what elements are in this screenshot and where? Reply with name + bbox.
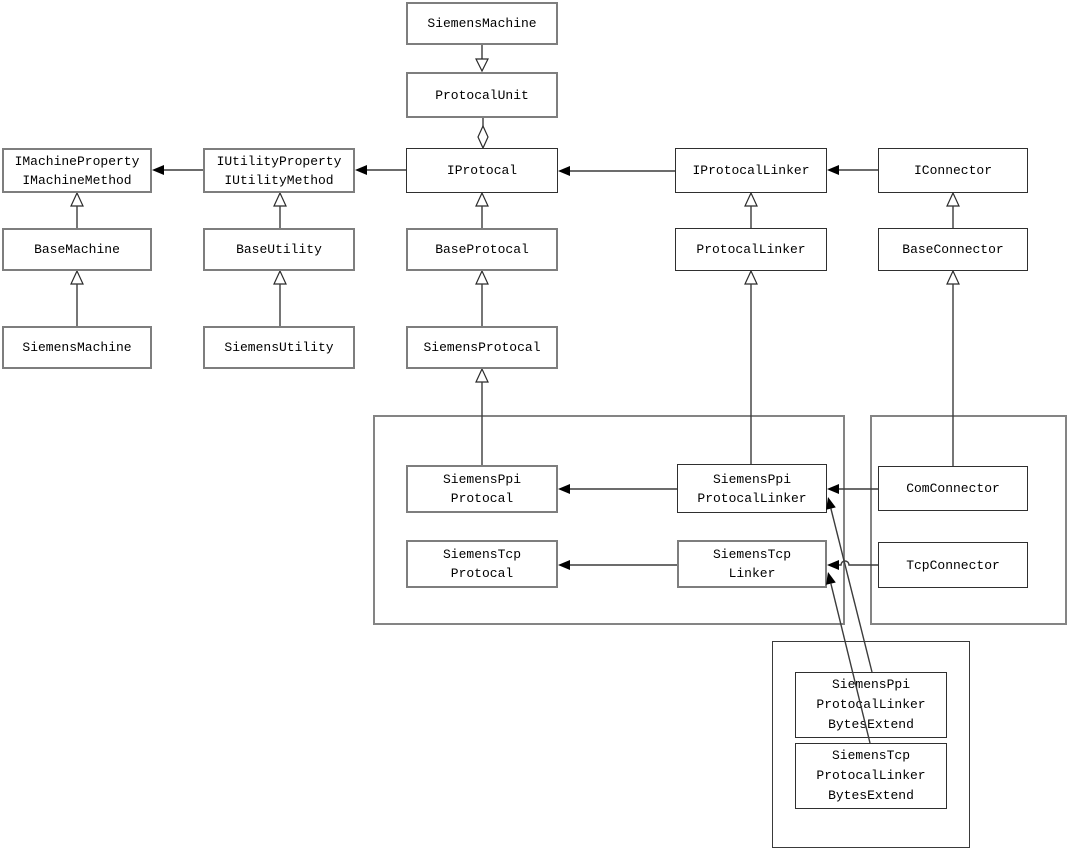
class-siemens-ppi-protocal: SiemensPpi Protocal <box>406 465 558 513</box>
class-com-connector: ComConnector <box>878 466 1028 511</box>
class-base-machine: BaseMachine <box>2 228 152 271</box>
arrow-iprotocallinker-to-iprotocal <box>558 166 675 176</box>
class-siemens-machine: SiemensMachine <box>2 326 152 369</box>
class-tcp-connector: TcpConnector <box>878 542 1028 588</box>
class-siemens-protocal: SiemensProtocal <box>406 326 558 369</box>
arrow-ppilinker-to-ppiprotocal <box>558 484 677 494</box>
arrow-siemensutility-to-baseutility <box>273 269 287 326</box>
arrow-baseconnector-to-iconnector <box>946 191 960 228</box>
arrow-comconnector-to-ppilinker <box>827 484 878 494</box>
class-siemens-tcp-protocal: SiemensTcp Protocal <box>406 540 558 588</box>
arrow-siemensppiprotocallinker-to-protocallinker <box>744 269 758 464</box>
class-protocal-linker: ProtocalLinker <box>675 228 827 271</box>
class-protocal-unit: ProtocalUnit <box>406 72 558 118</box>
arrow-iutility-to-imachine <box>152 165 203 175</box>
arrow-baseutility-to-iutility <box>273 191 287 228</box>
class-iutility-property-method: IUtilityProperty IUtilityMethod <box>203 148 355 193</box>
class-base-connector: BaseConnector <box>878 228 1028 271</box>
class-siemens-ppi-protocal-linker-bytes-extend: SiemensPpi ProtocalLinker BytesExtend <box>795 672 947 738</box>
arrow-baseprotocal-to-iprotocal <box>475 191 489 228</box>
arrow-siemensppiprotocal-to-siemensprotocal <box>475 367 489 465</box>
arrow-siemensprotocal-to-baseprotocal <box>475 269 489 326</box>
arrow-iprotocal-to-iutility <box>355 165 406 175</box>
class-siemens-utility: SiemensUtility <box>203 326 355 369</box>
class-base-protocal: BaseProtocal <box>406 228 558 271</box>
arrow-iconnector-to-iprotocallinker <box>827 165 878 175</box>
class-siemens-tcp-linker: SiemensTcp Linker <box>677 540 827 588</box>
class-siemens-machine-root: SiemensMachine <box>406 2 558 45</box>
arrow-siemensmachine-to-protocalunit <box>475 45 489 73</box>
arrow-comconnector-to-baseconnector <box>946 269 960 466</box>
arrow-basemachine-to-imachine <box>70 191 84 228</box>
class-iprotocal: IProtocal <box>406 148 558 193</box>
class-iprotocal-linker: IProtocalLinker <box>675 148 827 193</box>
arrow-tcpconnector-to-tcplinker <box>827 560 878 570</box>
arrow-siemensmachine-to-basemachine <box>70 269 84 326</box>
arrow-tcplinker-to-tcpprotocal <box>558 560 677 570</box>
class-base-utility: BaseUtility <box>203 228 355 271</box>
arrow-protocallinker-to-iprotocallinker <box>744 191 758 228</box>
class-siemens-tcp-protocal-linker-bytes-extend: SiemensTcp ProtocalLinker BytesExtend <box>795 743 947 809</box>
class-imachine-property-method: IMachineProperty IMachineMethod <box>2 148 152 193</box>
class-siemens-ppi-protocal-linker: SiemensPpi ProtocalLinker <box>677 464 827 513</box>
class-iconnector: IConnector <box>878 148 1028 193</box>
arrow-protocalunit-to-iprotocal-aggregation <box>477 118 489 150</box>
